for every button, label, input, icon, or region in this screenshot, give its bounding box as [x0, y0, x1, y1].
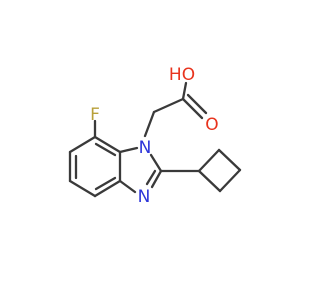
carbonyl-oxygen-label: O: [205, 115, 218, 135]
bond-lines: [68, 81, 242, 198]
bond-c7-c7a: [93, 135, 122, 154]
bond-c-o-double: [186, 93, 208, 115]
bond-c7a-n1: [118, 146, 139, 154]
bond-c-oh: [181, 81, 188, 101]
bond-cb3-cb4: [218, 168, 242, 193]
bond-n1-ch2: [143, 110, 156, 138]
bond-cb1-cb2: [197, 148, 221, 173]
bond-c4-c3a: [93, 179, 122, 198]
bond-cb4-cb1: [197, 169, 222, 193]
bond-c-o: [181, 97, 204, 120]
nitrogen-1-label: N: [139, 138, 152, 158]
bond-c7-c6: [68, 135, 97, 154]
bond-ch2-c: [152, 97, 185, 114]
bond-n3-c3a: [118, 179, 137, 194]
bond-c7-c7a-inner: [94, 142, 117, 157]
hydroxyl-label: HO: [169, 65, 195, 85]
bond-c2-n3-inner: [145, 169, 157, 186]
bond-c5-c4: [68, 179, 97, 198]
bond-n1-c2: [149, 153, 163, 173]
nitrogen-3-label: N: [138, 187, 151, 207]
bond-cb2-cb3: [217, 148, 242, 172]
bond-c2-n3: [150, 169, 163, 189]
fluorine-label: F: [90, 105, 100, 125]
bond-c4-c3a-inner: [94, 176, 117, 191]
molecule-structure: HO O F N N: [68, 65, 242, 207]
